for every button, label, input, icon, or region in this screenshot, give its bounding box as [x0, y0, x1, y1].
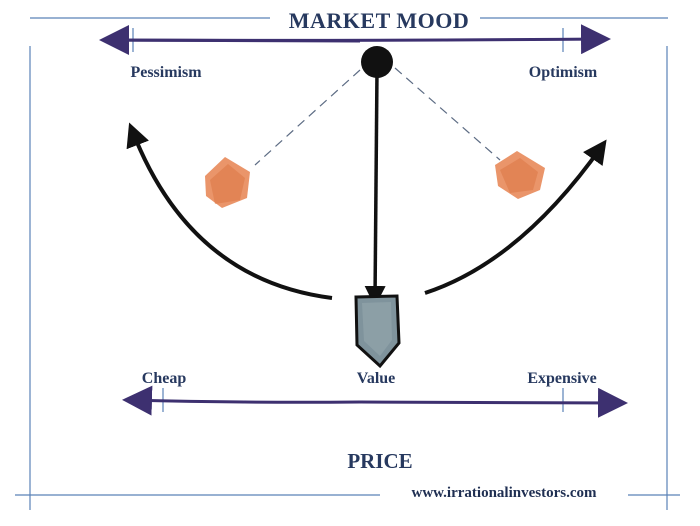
weight-left: [205, 157, 250, 208]
frame-lines: [15, 17, 680, 510]
price-axis-right-arrow: [359, 387, 628, 418]
swing-arrow-right: [424, 139, 607, 295]
footer-url: www.irrationalinvestors.com: [411, 485, 597, 501]
swing-arrow-left: [126, 122, 333, 300]
diagram-title: MARKET MOOD: [288, 8, 470, 33]
swing-line-right: [394, 67, 501, 161]
price-axis-title: PRICE: [347, 449, 413, 473]
expensive-label: Expensive: [527, 370, 597, 387]
mood-axis-left-arrow: [99, 25, 361, 56]
value-block: [354, 294, 401, 369]
swing-line-left: [254, 69, 361, 166]
pendulum-rod: [364, 69, 386, 307]
value-label: Value: [356, 370, 396, 387]
pessimism-label: Pessimism: [130, 64, 202, 81]
weight-right: [495, 151, 545, 199]
cheap-label: Cheap: [141, 370, 187, 387]
pendulum-pivot: [361, 46, 393, 78]
optimism-label: Optimism: [528, 64, 598, 81]
price-axis-left-arrow: [122, 385, 361, 416]
